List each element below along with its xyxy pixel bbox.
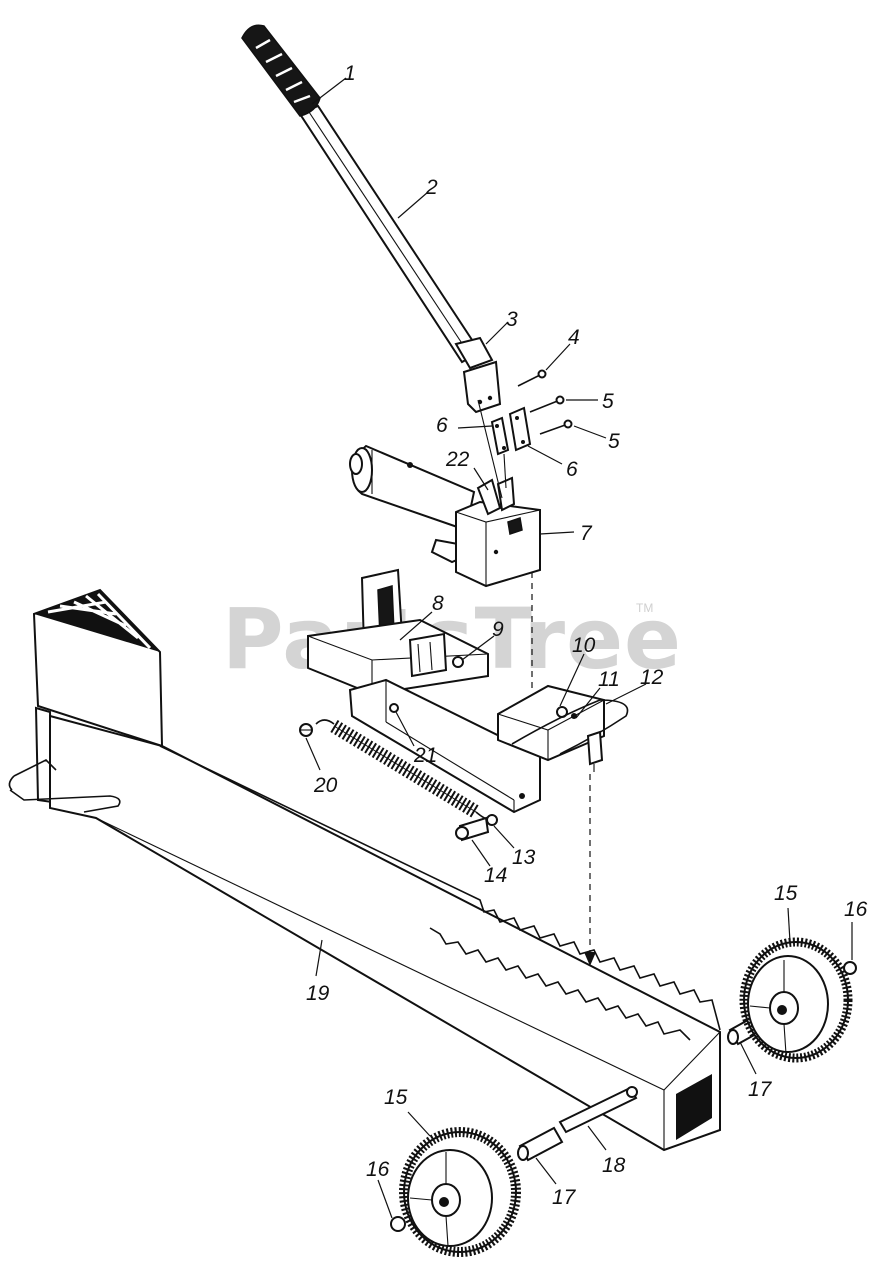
callout-3: 3	[506, 308, 518, 331]
callout-16b: 16	[366, 1158, 390, 1181]
callout-1: 1	[344, 62, 356, 85]
callout-12: 12	[640, 666, 664, 689]
wheel-left	[399, 1127, 521, 1257]
callout-17b: 17	[552, 1186, 577, 1209]
callout-6a: 6	[436, 414, 448, 437]
callout-labels: 1 2 3 4 5 5 6 6 7 8 9 10 11 12 13 14 15 …	[306, 62, 868, 1209]
push-plate-assembly	[307, 568, 489, 696]
frame-beam	[8, 588, 721, 1152]
pin-5-lower	[539, 419, 573, 435]
handle-socket	[454, 336, 502, 414]
slide-rail	[348, 678, 541, 814]
callout-20: 20	[313, 774, 338, 797]
hub-nut-16-right	[843, 961, 857, 975]
callout-14: 14	[484, 864, 507, 887]
leader-lines	[305, 77, 853, 1219]
beam-notches	[159, 745, 721, 1031]
nut-20	[299, 723, 313, 737]
link-plates	[490, 406, 532, 456]
callout-10: 10	[572, 634, 596, 657]
callout-17a: 17	[748, 1078, 773, 1101]
hub-nut-16-left	[390, 1216, 406, 1232]
pin-5-upper	[529, 395, 565, 413]
callout-9: 9	[492, 618, 504, 641]
callout-16a: 16	[844, 898, 868, 921]
callout-18: 18	[602, 1154, 626, 1177]
callout-13: 13	[512, 846, 536, 869]
axle-18	[558, 1086, 638, 1134]
callout-4: 4	[568, 326, 580, 349]
washer-13	[486, 814, 498, 826]
pump-block	[455, 399, 541, 588]
handle-assembly	[241, 24, 502, 414]
callout-5b: 5	[608, 430, 620, 453]
callout-15a: 15	[774, 882, 798, 905]
spacer-17-left	[517, 1126, 564, 1162]
callout-5a: 5	[602, 390, 614, 413]
callout-19: 19	[306, 982, 330, 1005]
callout-7: 7	[580, 522, 593, 545]
beam-end-opening	[676, 1074, 712, 1140]
wheel-right	[739, 937, 853, 1063]
valve-bracket	[497, 684, 629, 772]
pin-4	[517, 369, 547, 387]
callout-22: 22	[445, 448, 470, 471]
bolt-14	[455, 816, 490, 842]
watermark-trademark: TM	[636, 601, 653, 615]
callout-11: 11	[598, 668, 620, 691]
callout-2: 2	[425, 176, 438, 199]
callout-8: 8	[432, 592, 444, 615]
callout-6b: 6	[566, 458, 578, 481]
callout-21: 21	[413, 744, 437, 767]
callout-15b: 15	[384, 1086, 408, 1109]
handle-grip	[241, 24, 321, 117]
assembly-arrow	[584, 952, 596, 966]
pivot-hardware	[490, 369, 573, 456]
